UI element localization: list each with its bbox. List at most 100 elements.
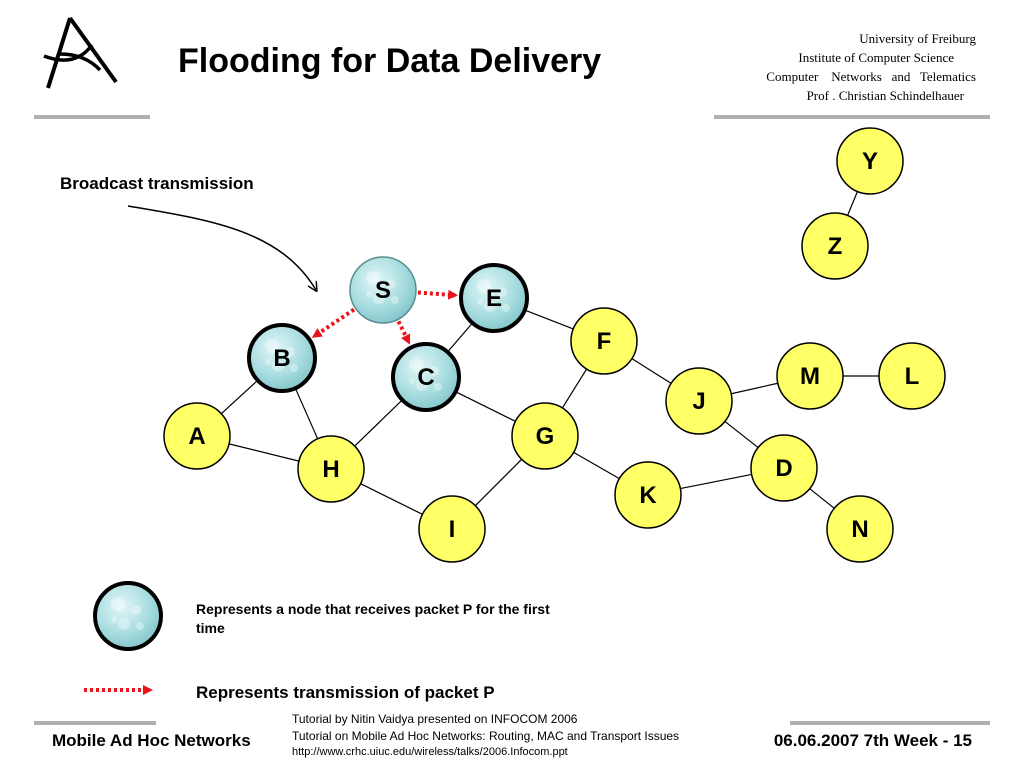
edge-f-g xyxy=(561,368,588,409)
node-k-circle xyxy=(614,461,682,529)
edge-g-i xyxy=(474,458,523,507)
footer-reference-1: Tutorial by Nitin Vaidya presented on IN… xyxy=(292,712,578,726)
broadcast-pointer-arrow xyxy=(127,205,316,290)
node-label-e: E xyxy=(486,285,502,312)
edge-f-j xyxy=(631,358,672,384)
footer-reference-2: Tutorial on Mobile Ad Hoc Networks: Rout… xyxy=(292,729,680,743)
node-c-bubble-1 xyxy=(429,366,439,376)
node-b-circle xyxy=(247,323,317,393)
node-s-circle xyxy=(349,256,417,324)
node-label-d: D xyxy=(775,455,792,482)
node-e-bubble-3 xyxy=(502,304,510,312)
node-e-circle xyxy=(459,263,529,333)
footer-rule-right xyxy=(790,721,990,725)
node-label-b: B xyxy=(273,345,290,372)
slide-title: Flooding for Data Delivery xyxy=(178,42,602,80)
node-label-a: A xyxy=(188,423,205,450)
node-c-bubble-0 xyxy=(409,358,423,372)
legend-node-symbol-bubble-4 xyxy=(111,617,117,623)
legend-node-text: Represents a node that receives packet P… xyxy=(196,601,550,636)
university-logo-icon xyxy=(43,16,118,89)
footer-reference-url: http://www.crhc.uiuc.edu/wireless/talks/… xyxy=(292,746,568,758)
node-d-circle xyxy=(750,434,818,502)
legend-arrow-text: Represents transmission of packet P xyxy=(196,683,495,702)
transmission-arrow-s-c xyxy=(396,320,411,345)
node-s-bubble-1 xyxy=(386,279,396,289)
node-c-bubble-4 xyxy=(409,378,415,384)
node-label-g: G xyxy=(536,423,555,450)
node-z-circle xyxy=(801,212,869,280)
node-b-bubble-2 xyxy=(272,360,284,372)
edge-e-f xyxy=(524,309,574,330)
transmission-arrow-s-e xyxy=(417,289,459,300)
edge-j-m xyxy=(731,382,778,395)
node-y-circle xyxy=(836,127,904,195)
header-rule-left xyxy=(34,115,150,119)
node-e-bubble-1 xyxy=(497,287,507,297)
edge-j-d xyxy=(724,420,759,449)
node-c-bubble-2 xyxy=(416,379,428,391)
node-label-s: S xyxy=(375,277,391,304)
node-e-bubble-0 xyxy=(477,279,491,293)
node-label-m: M xyxy=(800,363,820,390)
node-c-bubble-3 xyxy=(434,383,442,391)
node-label-i: I xyxy=(449,516,456,543)
node-label-j: J xyxy=(692,388,705,415)
edge-a-h xyxy=(228,443,300,462)
broadcast-annotation: Broadcast transmission xyxy=(60,174,254,193)
node-m-circle xyxy=(776,342,844,410)
node-label-n: N xyxy=(851,516,868,543)
edge-y-z xyxy=(847,191,858,216)
node-label-f: F xyxy=(597,328,612,355)
node-label-h: H xyxy=(322,456,339,483)
institution-line-3: Computer Networks and Telematics xyxy=(766,69,976,84)
institution-line-2: Institute of Computer Science xyxy=(798,50,954,65)
legend-node-symbol-circle xyxy=(93,581,163,651)
node-f-circle xyxy=(570,307,638,375)
legend-node-symbol-bubble-3 xyxy=(136,622,144,630)
node-b-bubble-4 xyxy=(265,359,271,365)
edge-h-i xyxy=(360,483,423,515)
node-s-bubble-4 xyxy=(366,291,372,297)
node-b-bubble-3 xyxy=(290,364,298,372)
institution-line-1: University of Freiburg xyxy=(859,31,976,46)
edge-d-n xyxy=(809,488,835,509)
edge-h-c xyxy=(354,399,403,447)
node-c-circle xyxy=(391,342,461,412)
footer-course-title: Mobile Ad Hoc Networks xyxy=(52,731,251,750)
edge-a-b xyxy=(220,379,259,415)
legend-node-symbol-bubble-2 xyxy=(118,618,130,630)
node-label-k: K xyxy=(639,482,657,509)
institution-line-4: Prof . Christian Schindelhauer xyxy=(806,88,964,103)
node-l-circle xyxy=(878,342,946,410)
node-label-l: L xyxy=(905,363,920,390)
node-b-bubble-0 xyxy=(265,339,279,353)
edge-g-k xyxy=(573,451,620,480)
edge-c-e xyxy=(447,322,473,353)
edge-c-g xyxy=(455,391,516,422)
node-label-y: Y xyxy=(862,148,878,175)
node-n-circle xyxy=(826,495,894,563)
header-rule-right xyxy=(714,115,990,119)
node-s-bubble-2 xyxy=(373,292,385,304)
node-b-bubble-1 xyxy=(285,347,295,357)
node-s-bubble-3 xyxy=(391,296,399,304)
node-a-circle xyxy=(163,402,231,470)
transmission-arrow-s-b xyxy=(311,307,356,338)
node-j-circle xyxy=(665,367,733,435)
node-e-bubble-2 xyxy=(484,300,496,312)
footer-rule-left xyxy=(34,721,156,725)
node-label-z: Z xyxy=(828,233,843,260)
footer-date-page: 06.06.2007 7th Week - 15 xyxy=(773,731,972,750)
node-h-circle xyxy=(297,435,365,503)
node-s-bubble-0 xyxy=(366,271,380,285)
legend-node-symbol-bubble-1 xyxy=(131,605,141,615)
edge-b-h xyxy=(294,387,319,440)
legend-node-symbol-bubble-0 xyxy=(111,597,125,611)
node-g-circle xyxy=(511,402,579,470)
edge-k-d xyxy=(680,473,752,490)
node-e-bubble-4 xyxy=(477,299,483,305)
node-label-c: C xyxy=(417,364,434,391)
node-i-circle xyxy=(418,495,486,563)
